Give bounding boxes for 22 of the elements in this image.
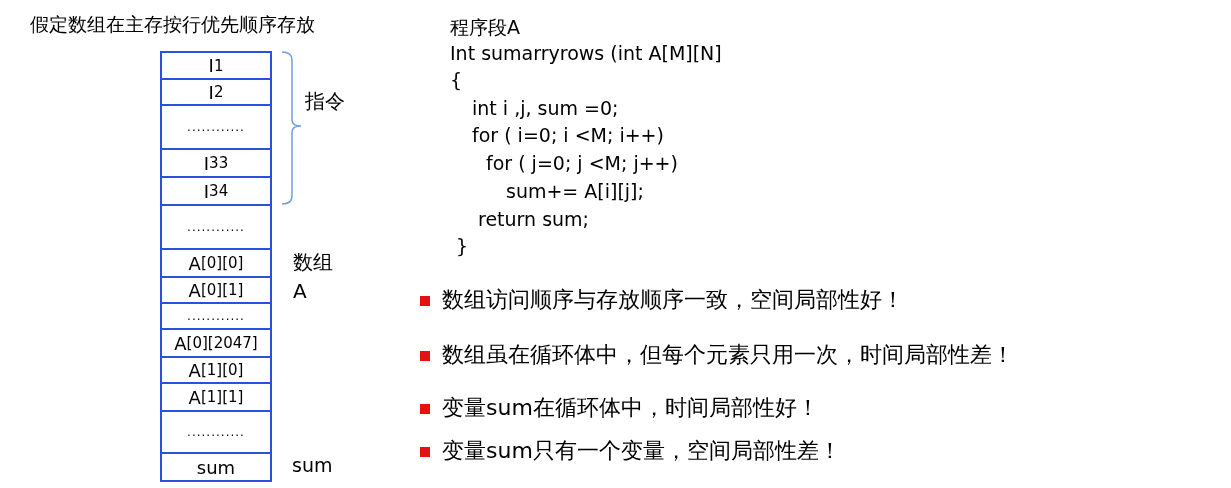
code-line: for ( j=0; j <M; j++) xyxy=(486,152,678,174)
bullet-text: 变量sum在循环体中，时间局部性好！ xyxy=(442,394,819,422)
code-line: return sum; xyxy=(478,208,589,230)
array-label: 数组 A xyxy=(293,249,334,305)
variable-label: sum xyxy=(292,454,333,476)
bullet-text: 数组访问顺序与存放顺序一致，空间局部性好！ xyxy=(442,286,904,314)
ellipsis-cell: ............ xyxy=(160,302,272,330)
code-line: Int sumarryrows (int A[M][N] xyxy=(450,42,722,64)
ellipsis-cell: ............ xyxy=(160,410,272,454)
ellipsis-cell: ............ xyxy=(160,204,272,250)
ellipsis-cell: ............ xyxy=(160,104,272,150)
code-line: } xyxy=(456,235,469,257)
memory-cell: sum xyxy=(160,452,272,482)
bullet-text: 数组虽在循环体中，但每个元素只用一次，时间局部性差！ xyxy=(442,341,1014,369)
code-line: sum+= A[i][j]; xyxy=(506,180,644,202)
heading: 假定数组在主存按行优先顺序存放 xyxy=(30,12,315,37)
code-line: { xyxy=(450,69,463,91)
bullet-text: 变量sum只有一个变量，空间局部性差！ xyxy=(442,437,841,465)
brace-label: 指令 xyxy=(305,88,345,115)
code-line: int i ,j, sum =0; xyxy=(472,97,619,119)
code-title: 程序段A xyxy=(450,15,520,40)
code-line: for ( i=0; i <M; i++) xyxy=(472,124,664,146)
